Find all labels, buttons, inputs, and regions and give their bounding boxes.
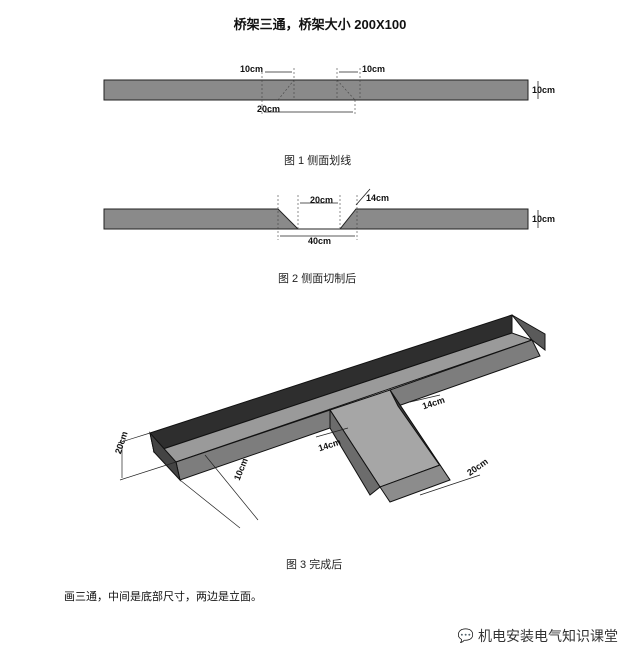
fig2-dim-40: 40cm: [308, 236, 332, 246]
fig2-plate: [103, 208, 529, 230]
fig1-dim-height: 10cm: [532, 85, 556, 95]
fig2-dim-14: 14cm: [366, 193, 390, 203]
fig2-dim-20: 20cm: [310, 195, 334, 205]
fig3-dim-lines: [117, 394, 481, 529]
fig2-caption: 图 2 侧面切制后: [278, 273, 357, 285]
fig1-caption: 图 1 侧面划线: [284, 155, 352, 167]
fig1-mark-lines: [261, 68, 361, 116]
page-title: 桥架三通，桥架大小 200X100: [233, 17, 407, 32]
fig1-dim-right-10: 10cm: [362, 64, 386, 74]
fig1-plate: [103, 79, 529, 101]
fig3-caption: 图 3 完成后: [286, 559, 343, 571]
fig3-tee-tray: [149, 314, 546, 503]
wechat-icon: 💬: [457, 628, 474, 643]
fig1-dim-left-10: 10cm: [240, 64, 264, 74]
watermark: 💬 机电安装电气知识课堂: [458, 626, 618, 646]
fig2-dim-arrows: [280, 188, 539, 237]
fig1-dim-arrows: [264, 71, 539, 113]
note-text: 画三通，中间是底部尺寸，两边是立面。: [64, 591, 262, 603]
fig1-dim-20: 20cm: [257, 104, 281, 114]
watermark-text: 机电安装电气知识课堂: [478, 628, 618, 644]
fig2-guide-lines: [277, 195, 358, 240]
fig2-dim-height: 10cm: [532, 214, 556, 224]
